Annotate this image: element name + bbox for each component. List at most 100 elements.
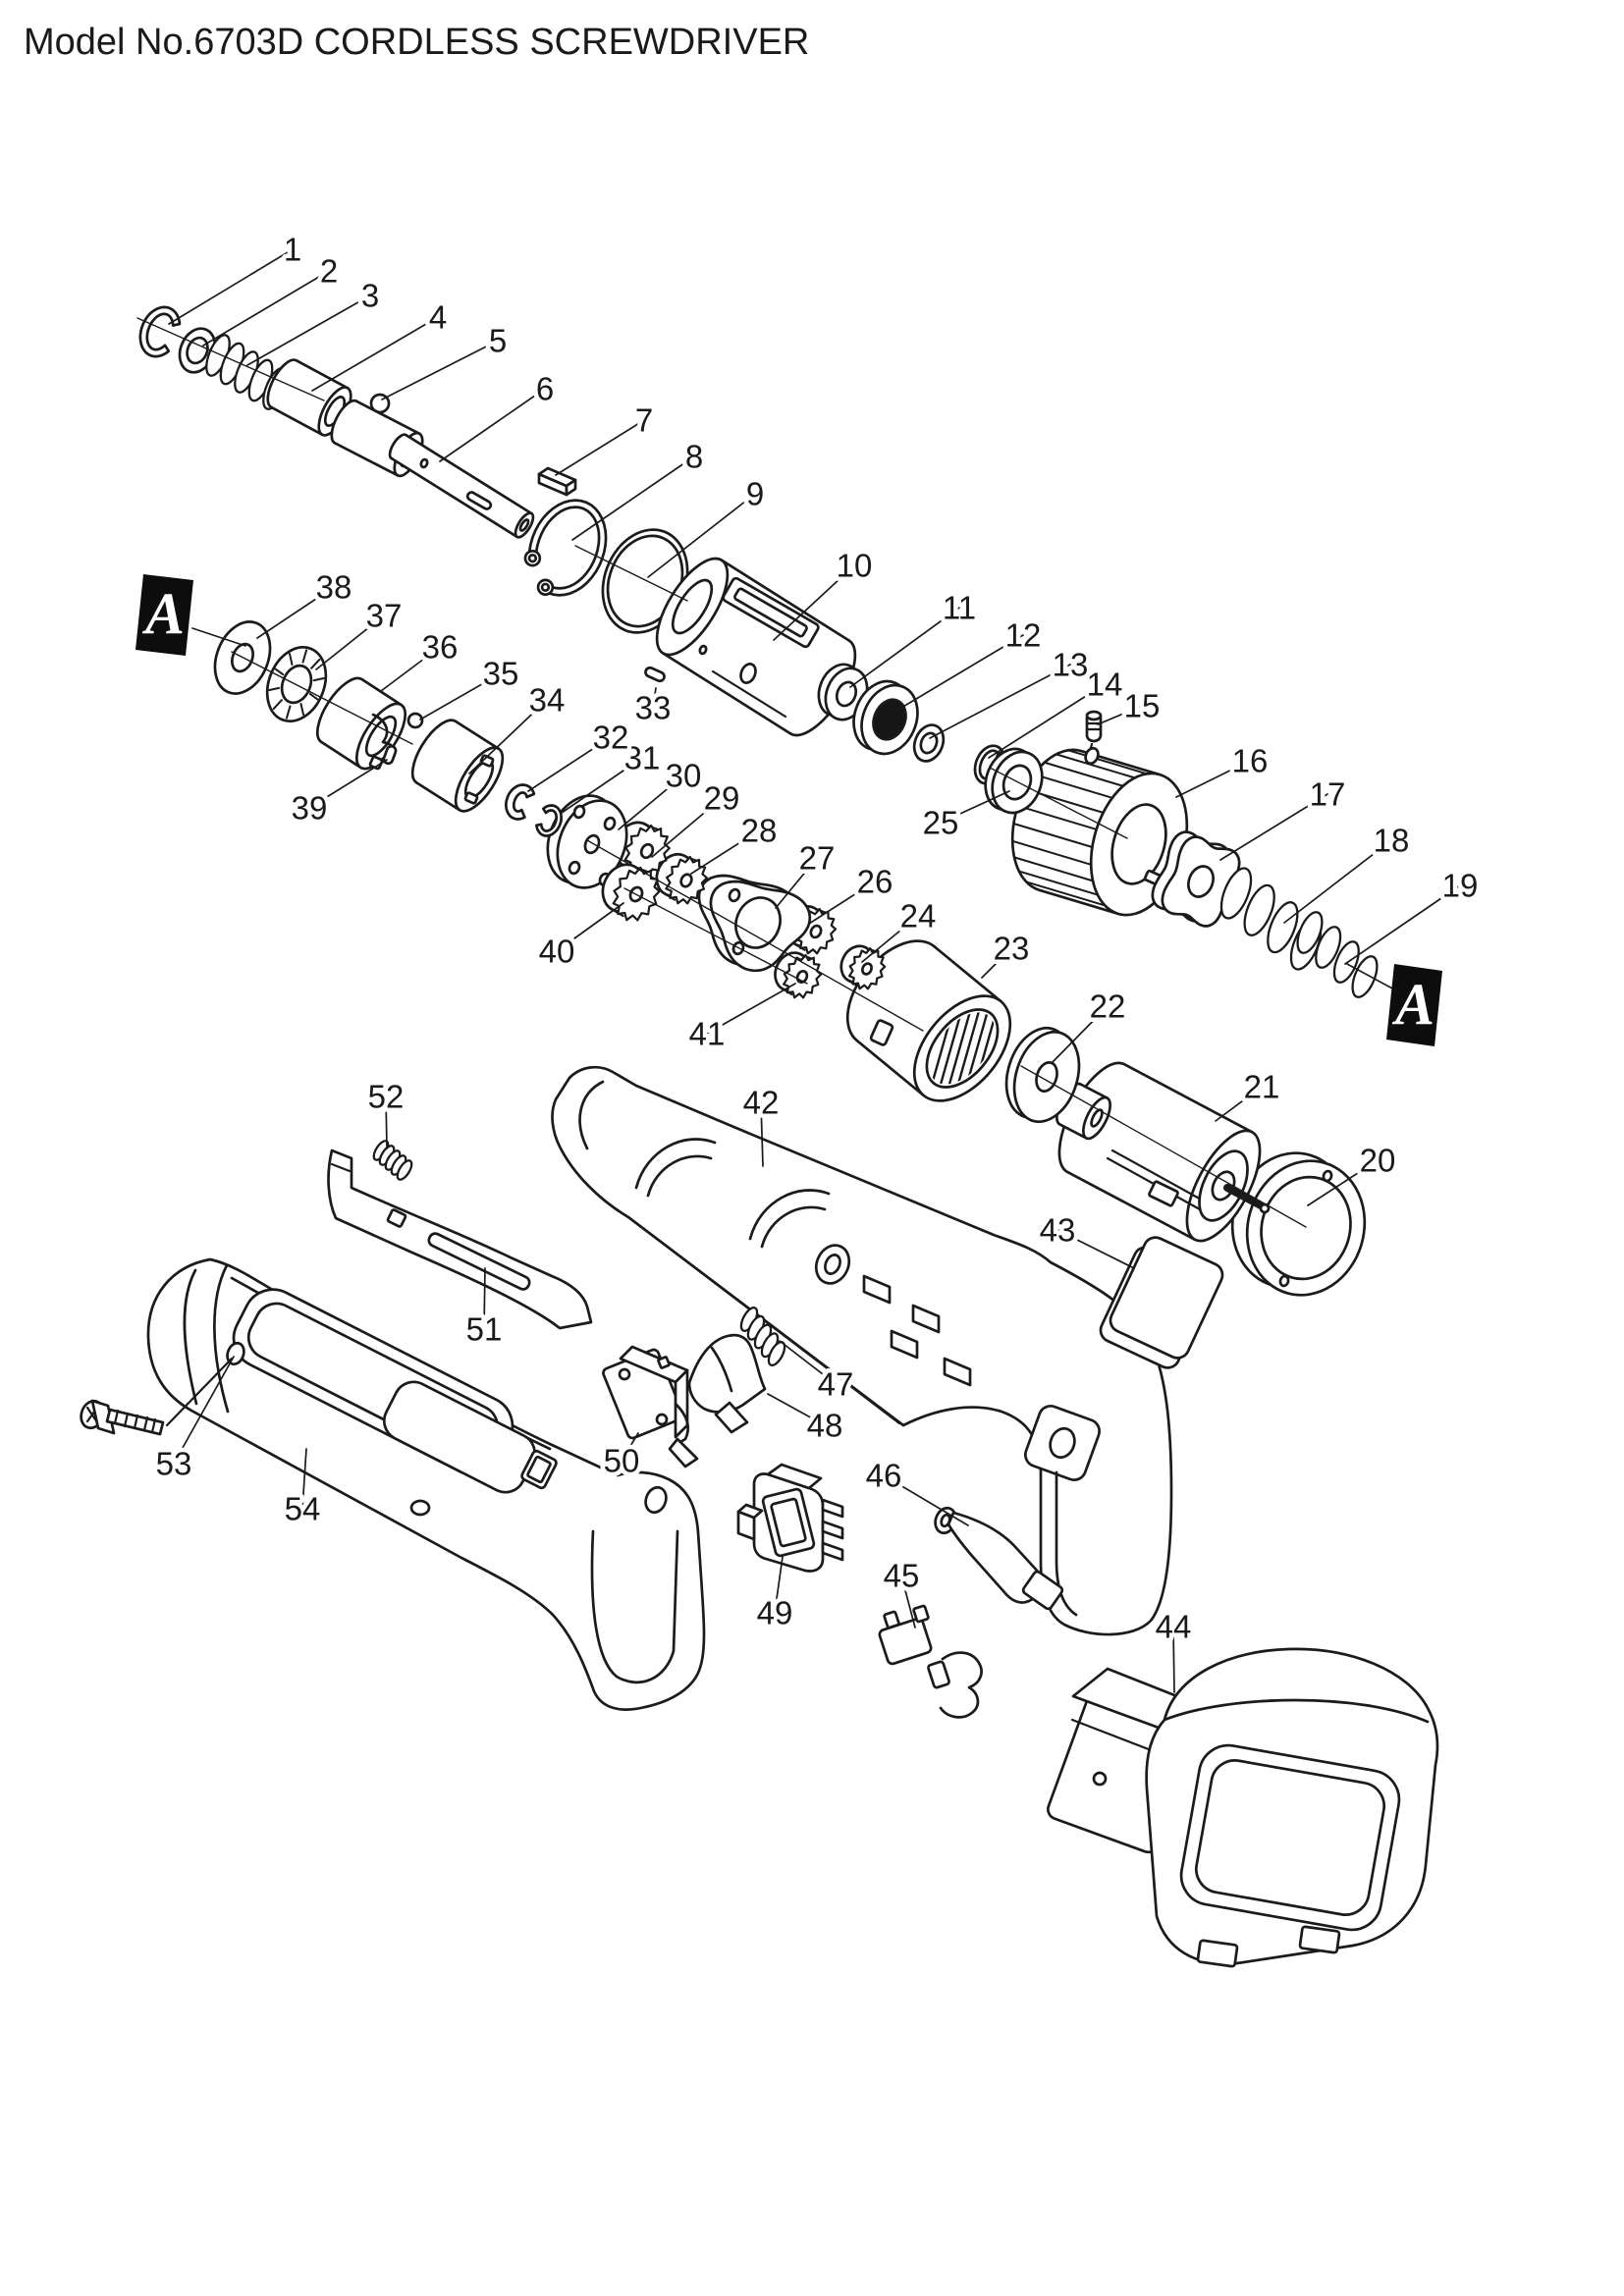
leader-line-54	[301, 1448, 307, 1510]
leader-line-28	[690, 829, 760, 875]
part-label-19: 19	[1442, 868, 1479, 904]
leader-line-30	[618, 774, 684, 830]
leader-line-6	[439, 388, 546, 462]
part-label-8: 8	[685, 439, 703, 475]
leader-line-23	[981, 947, 1012, 979]
part-glyph-48	[687, 1333, 767, 1434]
part-label-10: 10	[837, 548, 873, 584]
part-glyph-36	[315, 676, 407, 771]
part-glyph-45	[878, 1604, 983, 1719]
part-label-9: 9	[746, 476, 764, 512]
part-label-23: 23	[994, 931, 1030, 967]
part-label-6: 6	[536, 371, 554, 407]
part-label-50: 50	[604, 1443, 640, 1479]
part-label-33: 33	[635, 690, 672, 726]
part-label-46: 46	[866, 1458, 902, 1494]
leader-line-18	[1283, 839, 1392, 924]
part-label-1: 1	[284, 232, 301, 268]
leader-line-27	[775, 857, 818, 909]
part-label-16: 16	[1232, 743, 1269, 779]
leader-line-42	[760, 1101, 764, 1167]
part-glyph-1	[138, 305, 182, 358]
part-label-11: 11	[943, 590, 976, 626]
part-label-3: 3	[361, 278, 379, 314]
page-title: Model No.6703D CORDLESS SCREWDRIVER	[24, 22, 810, 63]
part-label-44: 44	[1156, 1609, 1192, 1645]
part-glyph-54	[146, 1257, 706, 1711]
section-marker-A-right: A	[1346, 963, 1442, 1046]
part-label-30: 30	[666, 758, 702, 794]
leader-line-48	[767, 1393, 826, 1426]
part-glyph-32	[505, 783, 536, 821]
leader-line-7	[555, 419, 645, 476]
part-label-34: 34	[529, 682, 566, 719]
leader-line-51	[483, 1267, 486, 1330]
part-glyph-51	[327, 1148, 593, 1330]
part-glyph-27	[697, 874, 812, 973]
part-glyph-20	[1230, 1151, 1367, 1297]
part-label-36: 36	[422, 629, 459, 666]
leader-line-37	[315, 614, 385, 670]
part-label-2: 2	[320, 253, 338, 290]
part-glyph-42	[551, 1065, 1173, 1636]
part-label-41: 41	[689, 1016, 726, 1052]
part-label-38: 38	[316, 569, 352, 606]
leader-line-36	[380, 646, 441, 692]
leader-line-26	[808, 881, 876, 925]
part-glyph-52	[372, 1140, 413, 1181]
part-label-32: 32	[593, 720, 629, 756]
leader-line-38	[256, 586, 335, 639]
part-label-48: 48	[807, 1408, 843, 1444]
part-label-4: 4	[429, 299, 447, 336]
leader-line-4	[311, 316, 439, 392]
leader-line-15	[1097, 705, 1143, 725]
labels-layer: 4254441234567891011121314151617181920212…	[151, 227, 1483, 1693]
part-glyph-21	[1045, 1061, 1271, 1243]
leader-line-52	[385, 1095, 388, 1149]
leader-line-43	[1056, 1229, 1135, 1269]
part-label-39: 39	[292, 790, 328, 827]
part-label-43: 43	[1040, 1212, 1076, 1249]
part-glyph-35	[406, 712, 424, 729]
part-glyph-19	[1296, 911, 1379, 998]
leader-line-44	[1172, 1626, 1175, 1693]
part-label-51: 51	[466, 1311, 503, 1348]
part-label-35: 35	[483, 656, 519, 692]
leader-line-29	[651, 797, 723, 858]
part-glyph-4	[266, 358, 352, 437]
leader-line-39	[308, 759, 388, 809]
leader-line-45	[900, 1575, 916, 1629]
leader-line-21	[1215, 1086, 1263, 1122]
part-label-5: 5	[489, 323, 507, 359]
leader-line-47	[779, 1340, 837, 1385]
section-marker-letter: A	[141, 581, 185, 646]
part-glyph-50	[602, 1345, 699, 1468]
part-label-20: 20	[1360, 1143, 1396, 1179]
leader-line-24	[861, 915, 919, 963]
leader-line-8	[571, 455, 695, 541]
leader-line-33	[652, 687, 657, 709]
leader-line-35	[419, 672, 502, 721]
leader-line-3	[246, 294, 371, 366]
part-label-13: 13	[1053, 647, 1089, 683]
part-label-26: 26	[857, 864, 893, 900]
part-label-31: 31	[624, 740, 661, 776]
part-glyph-8	[523, 499, 608, 597]
leader-line-16	[1175, 760, 1251, 798]
part-label-29: 29	[704, 780, 740, 817]
leader-line-53	[173, 1356, 235, 1465]
leader-line-20	[1307, 1159, 1379, 1206]
part-label-17: 17	[1310, 776, 1346, 813]
leader-line-1	[168, 248, 294, 325]
leader-line-41	[706, 983, 796, 1035]
part-glyph-31	[535, 804, 563, 837]
part-label-47: 47	[818, 1366, 854, 1403]
part-glyph-44	[1047, 1647, 1439, 1968]
leader-line-19	[1344, 884, 1461, 965]
part-label-12: 12	[1005, 617, 1042, 654]
part-glyph-22	[1004, 1026, 1081, 1124]
section-marker-A-left: A	[135, 574, 246, 656]
leader-line-32	[527, 736, 612, 792]
leader-line-50	[621, 1432, 639, 1462]
